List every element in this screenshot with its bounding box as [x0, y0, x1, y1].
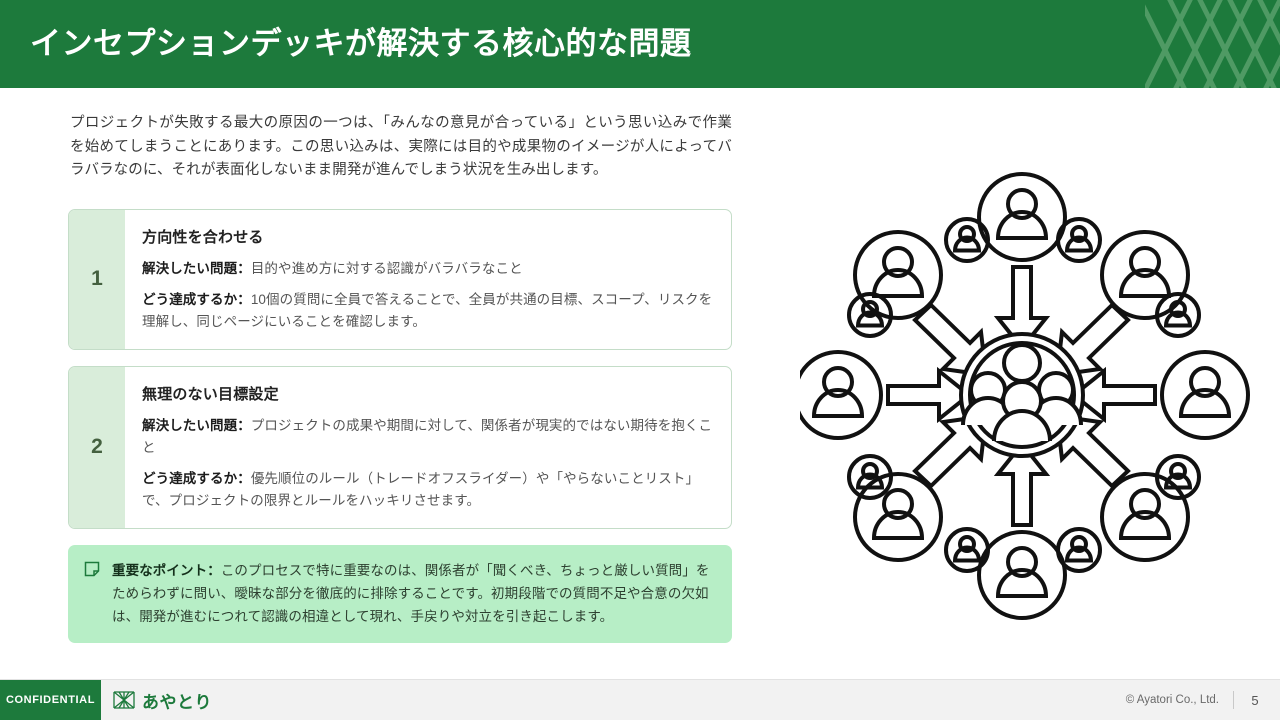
numbered-card: 1 方向性を合わせる 解決したい問題：目的や進め方に対する認識がバラバラなこと … — [68, 208, 732, 350]
arrow-from-top — [993, 265, 1051, 352]
diamond-lattice-pattern-icon — [1145, 0, 1280, 88]
group-of-people-in-circle-icon — [959, 332, 1085, 458]
confidential-badge: CONFIDENTIAL — [0, 680, 101, 720]
card-how-row: どう達成するか：優先順位のルール（トレードオフスライダー）や「やらないことリスト… — [142, 468, 713, 512]
slide-header: インセプションデッキが解決する核心的な問題 — [0, 0, 1280, 88]
card-problem-text: プロジェクトの成果や期間に対して、関係者が現実的ではない期待を抱くこと — [142, 417, 713, 455]
arrow-from-right — [1070, 366, 1157, 424]
card-how-label: どう達成するか： — [142, 470, 251, 486]
person-icon-small-bottom-right — [1056, 527, 1102, 573]
sticky-note-icon — [84, 559, 112, 628]
content-column: プロジェクトが失敗する最大の原因の一つは、「みんなの意見が合っている」という思い… — [68, 112, 732, 643]
person-icon-left — [793, 350, 883, 440]
diagram-svg — [793, 172, 1250, 620]
arrow-from-left — [886, 366, 973, 424]
key-point-callout: 重要なポイント：このプロセスで特に重要なのは、関係者が「聞くべき、ちょっと厳しい… — [68, 544, 732, 643]
page-number: 5 — [1251, 692, 1259, 708]
card-number-badge: 2 — [69, 366, 125, 528]
card-how-text: 優先順位のルール（トレードオフスライダー）や「やらないことリスト」で、プロジェク… — [142, 470, 700, 508]
arrow-from-bottom — [993, 440, 1051, 527]
card-problem-row: 解決したい問題：プロジェクトの成果や期間に対して、関係者が現実的ではない期待を抱… — [142, 415, 713, 459]
person-icon-small-upper-left — [944, 217, 990, 263]
slide-footer: CONFIDENTIAL あやとり © Ayatori Co., Ltd. 5 — [0, 679, 1280, 720]
card-problem-row: 解決したい問題：目的や進め方に対する認識がバラバラなこと — [142, 258, 713, 280]
brand-logo: あやとり — [112, 680, 212, 720]
card-title: 無理のない目標設定 — [142, 385, 279, 403]
person-icon-small-upper-right — [1056, 217, 1102, 263]
footer-right: © Ayatori Co., Ltd. 5 — [1126, 680, 1262, 720]
person-icon-right — [1160, 350, 1250, 440]
card-problem-label: 解決したい問題： — [142, 417, 251, 433]
ayatori-lattice-logo-icon — [113, 691, 135, 709]
intro-paragraph: プロジェクトが失敗する最大の原因の一つは、「みんなの意見が合っている」という思い… — [70, 115, 732, 178]
callout-label: 重要なポイント： — [112, 562, 221, 578]
numbered-card: 2 無理のない目標設定 解決したい問題：プロジェクトの成果や期間に対して、関係者… — [68, 365, 732, 529]
card-how-row: どう達成するか：10個の質問に全員で答えることで、全員が共通の目標、スコープ、リ… — [142, 289, 713, 333]
footer-divider — [1233, 691, 1234, 709]
card-problem-label: 解決したい問題： — [142, 260, 251, 276]
card-problem-text: 目的や進め方に対する認識がバラバラなこと — [250, 260, 523, 276]
callout-body: このプロセスで特に重要なのは、関係者が「聞くべき、ちょっと厳しい質問」をためらわ… — [112, 562, 710, 624]
callout-text: 重要なポイント：このプロセスで特に重要なのは、関係者が「聞くべき、ちょっと厳しい… — [112, 559, 714, 628]
card-how-text: 10個の質問に全員で答えることで、全員が共通の目標、スコープ、リスクを理解し、同… — [142, 291, 713, 329]
card-title: 方向性を合わせる — [142, 228, 264, 246]
copyright-text: © Ayatori Co., Ltd. — [1125, 694, 1219, 706]
brand-name: あやとり — [142, 692, 212, 712]
card-body: 無理のない目標設定 解決したい問題：プロジェクトの成果や期間に対して、関係者が現… — [125, 367, 731, 528]
person-icon-small-bottom-left — [944, 527, 990, 573]
card-how-label: どう達成するか： — [142, 291, 251, 307]
card-number-badge: 1 — [69, 209, 125, 349]
stakeholders-converging-to-team-diagram — [793, 105, 1260, 665]
page-title: インセプションデッキが解決する核心的な問題 — [30, 26, 692, 61]
person-icon-bottom — [977, 530, 1067, 620]
card-body: 方向性を合わせる 解決したい問題：目的や進め方に対する認識がバラバラなこと どう… — [125, 210, 731, 349]
person-icon-top — [977, 172, 1067, 262]
